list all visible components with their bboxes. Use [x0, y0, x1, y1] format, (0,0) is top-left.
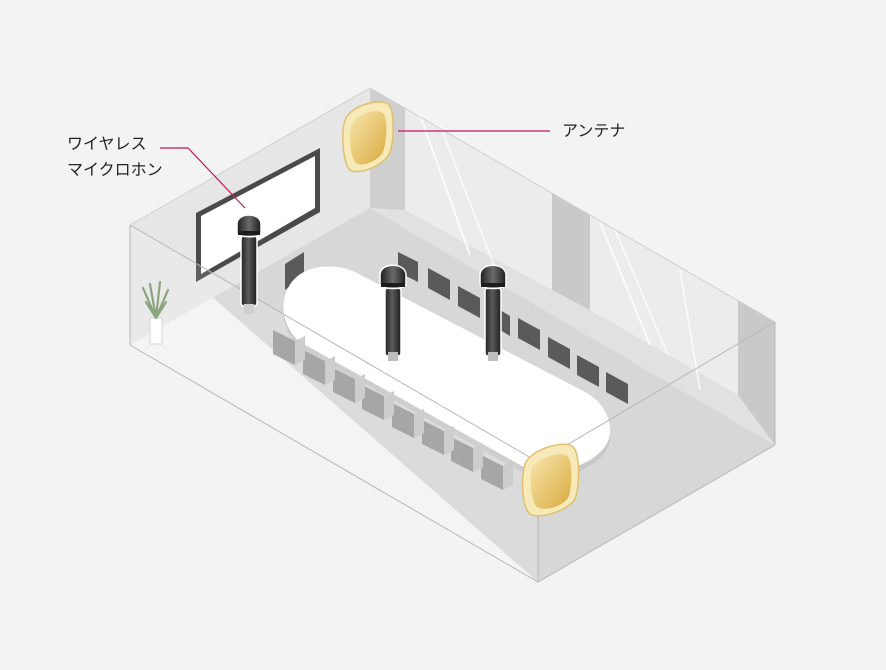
wireless-microphone-icon [479, 264, 507, 361]
window-pillar [552, 193, 590, 310]
antenna-label: アンテナ [562, 121, 626, 140]
wireless-mic-label: ワイヤレス マイクロホン [67, 131, 163, 183]
chair-icon [481, 455, 503, 490]
chair-icon [362, 385, 384, 420]
chair-icon [451, 437, 473, 472]
chair-icon [392, 403, 414, 438]
mic-leader-line [160, 147, 246, 209]
chair-icon [606, 372, 628, 404]
chair-icon [458, 286, 480, 318]
screen-icon [196, 148, 320, 282]
chair-icon [333, 368, 355, 403]
chair-icon [428, 268, 450, 300]
front-chairs [273, 330, 513, 490]
back-chairs [285, 252, 628, 404]
plant-icon [141, 280, 170, 345]
wireless-microphone-icon [379, 264, 407, 361]
conference-table-icon [283, 266, 611, 478]
chair-icon [577, 355, 599, 387]
chair-icon [285, 252, 304, 290]
window-pillar [738, 300, 775, 445]
window-panel [405, 108, 552, 290]
chair-icon [273, 330, 295, 365]
wireless-mic-label-line2: マイクロホン [67, 160, 163, 179]
chair-icon [422, 420, 444, 455]
antenna-icon [342, 101, 394, 173]
chair-icon [548, 337, 570, 369]
chair-icon [518, 318, 540, 350]
wireless-microphone-icon [236, 214, 262, 314]
antenna-icon [521, 443, 580, 517]
chair-icon [303, 350, 325, 385]
wireless-mic-label-line1: ワイヤレス [67, 134, 147, 153]
